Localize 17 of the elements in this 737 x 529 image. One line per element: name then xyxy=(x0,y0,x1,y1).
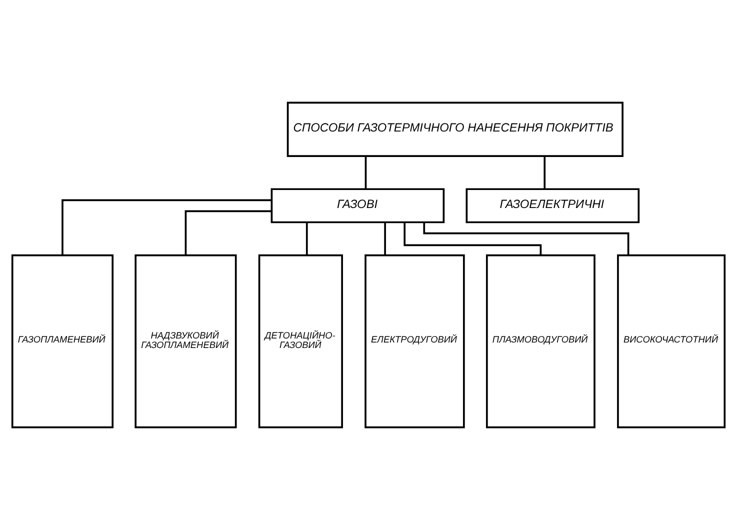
connector xyxy=(364,156,367,189)
connector xyxy=(384,222,386,255)
connector xyxy=(62,198,272,255)
node-box: НАДЗВУКОВИЙ ГАЗОПЛАМЕНЕВИЙ xyxy=(134,254,237,428)
node-box: ДЕТОНАЦІЙНО- ГАЗОВИЙ xyxy=(258,254,343,428)
node-box: СПОСОБИ ГАЗОТЕРМІЧНОГО НАНЕСЕННЯ ПОКРИТТІВ xyxy=(286,101,624,156)
node-box: ГАЗОВІ xyxy=(270,188,445,223)
connector xyxy=(423,222,630,255)
connector xyxy=(184,210,272,255)
node-box: ЕЛЕКТРОДУГОВИЙ xyxy=(364,254,465,428)
connector xyxy=(306,222,308,255)
connector xyxy=(544,156,546,189)
node-box: ПЛАЗМОВОДУГОВИЙ xyxy=(486,254,596,428)
node-box: ВИСОКОЧАСТОТНИЙ xyxy=(617,254,726,428)
node-box: ГАЗОЕЛЕКТРИЧНІ xyxy=(466,188,640,223)
connector xyxy=(404,222,542,255)
node-box: ГАЗОПЛАМЕНЕВИЙ xyxy=(11,254,114,428)
